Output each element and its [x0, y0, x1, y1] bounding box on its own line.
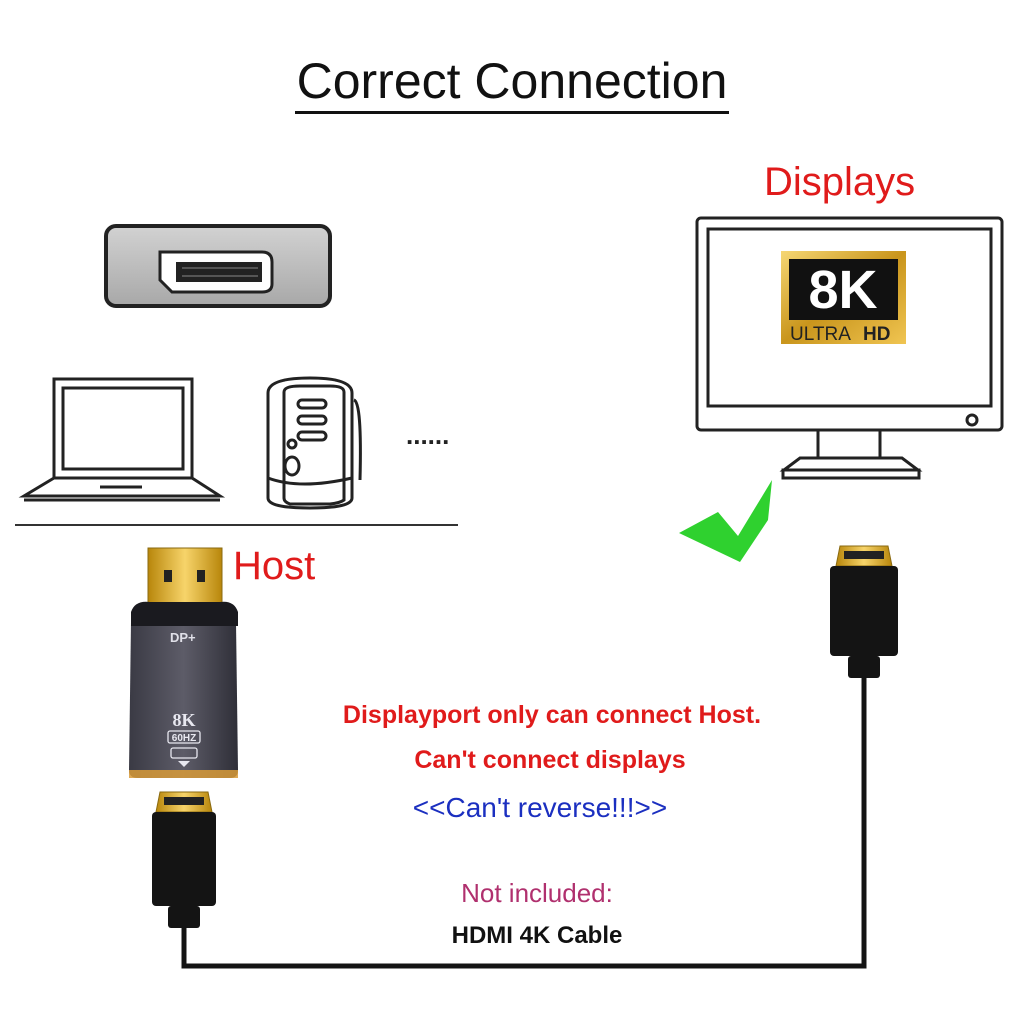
adapter-rate-label: 60HZ	[172, 733, 196, 744]
badge-sub-right: HD	[863, 324, 890, 345]
hdmi-plug-icon	[152, 791, 216, 928]
hdmi-plug-icon	[830, 545, 898, 678]
badge-sub-left: ULTRA	[790, 324, 851, 345]
host-label: Host	[233, 544, 316, 588]
displays-label: Displays	[764, 160, 916, 204]
adapter-res-label: 8K	[172, 710, 195, 730]
adapter-top-label: DP+	[170, 630, 196, 645]
desktop-tower-icon	[266, 376, 362, 510]
hdmi-cable	[181, 678, 867, 969]
badge-main: 8K	[808, 260, 877, 320]
page-title: Correct Connection	[0, 52, 1024, 114]
check-icon	[679, 480, 772, 562]
displayport-port-icon	[104, 224, 332, 308]
note-line-1: Displayport only can connect Host.	[342, 701, 762, 729]
adapter-icon: DP+ 8K 60HZ	[129, 547, 238, 778]
note-line-3: <<Can't reverse!!!>>	[412, 792, 668, 823]
8k-ultrahd-badge: 8K ULTRA HD	[781, 251, 906, 345]
note-line-4: Not included:	[461, 878, 613, 908]
more-devices-ellipsis: ......	[406, 420, 449, 450]
note-line-2: Can't connect displays	[414, 746, 686, 774]
note-line-5: HDMI 4K Cable	[451, 922, 623, 949]
laptop-icon	[18, 377, 226, 502]
